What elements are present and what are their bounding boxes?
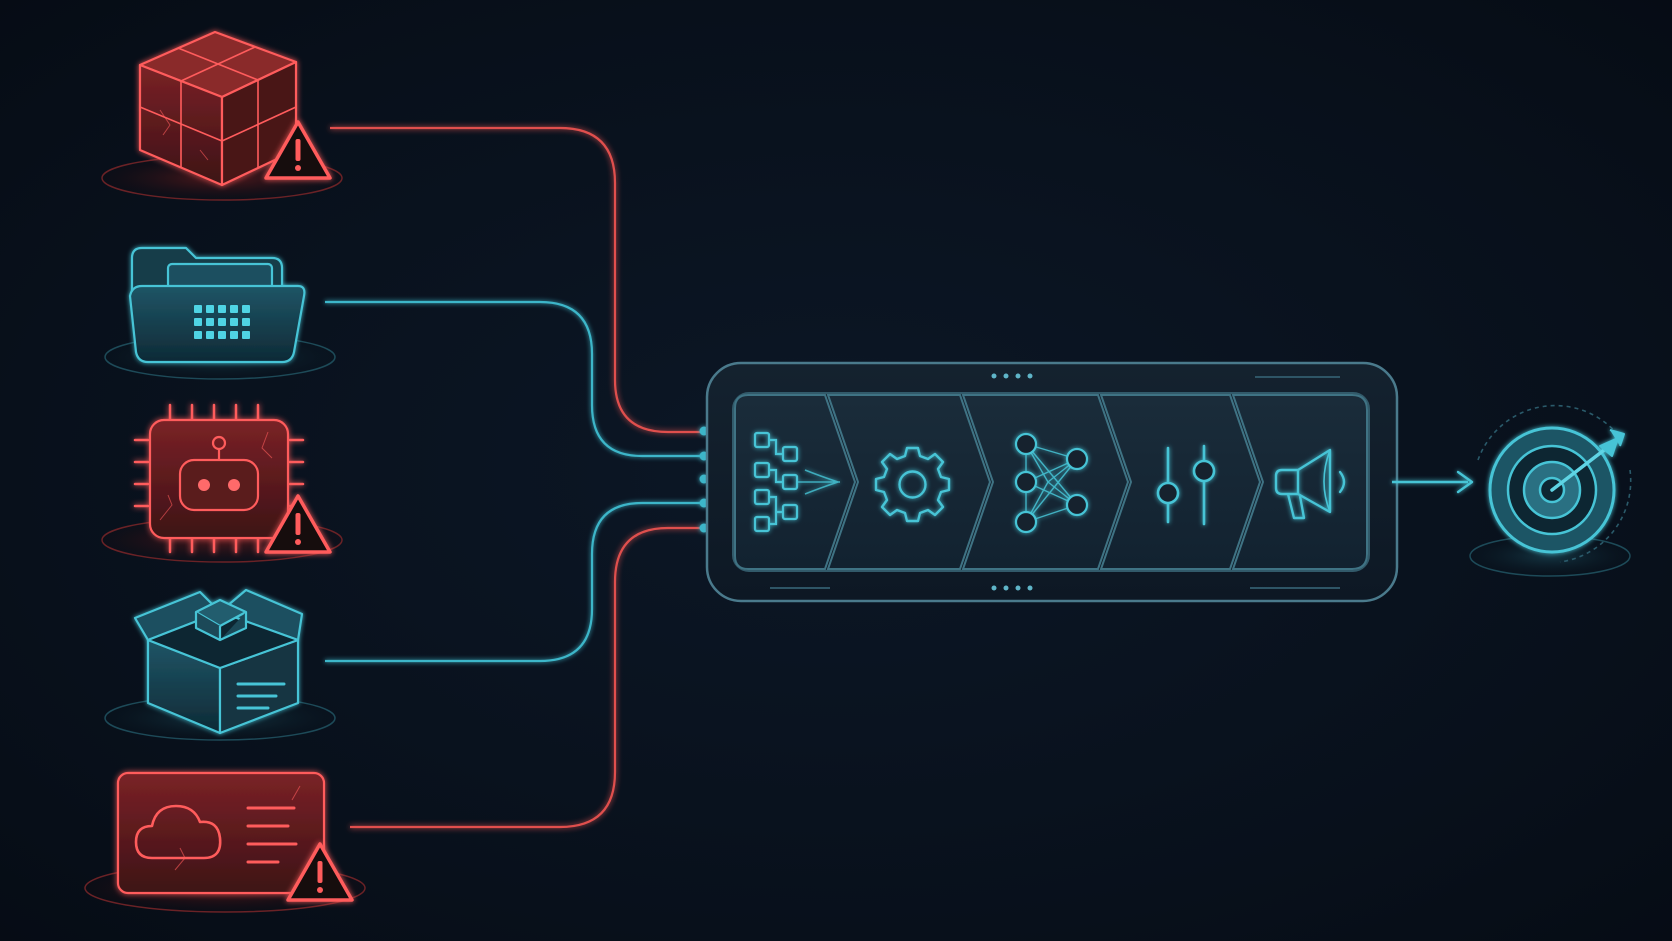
folder-grid-icon — [128, 246, 306, 364]
pipeline-panel — [705, 361, 1399, 603]
cube-icon — [138, 30, 298, 187]
connector-cube — [330, 126, 702, 434]
megaphone-icon — [1274, 448, 1346, 520]
warning-icon — [286, 842, 354, 902]
robot-chip-icon — [133, 403, 305, 554]
cloud-card-icon — [116, 771, 326, 895]
stage-megaphone — [1231, 394, 1368, 570]
connector-folder — [325, 300, 702, 458]
source-cube — [101, 30, 343, 201]
target — [1469, 404, 1632, 577]
panel-dots-bottom — [991, 585, 1033, 591]
panel-dots-top — [991, 373, 1033, 379]
connector-cloud — [350, 526, 702, 829]
warning-icon — [264, 494, 332, 554]
open-box-icon — [133, 588, 304, 735]
source-folder — [104, 246, 336, 380]
source-cloud — [84, 771, 366, 913]
connector-box — [325, 501, 702, 663]
stage-gear — [826, 394, 992, 570]
neural-network-icon — [1014, 432, 1089, 534]
warning-icon — [264, 120, 332, 180]
stage-sliders — [1099, 394, 1262, 570]
gear-icon — [874, 446, 951, 523]
target-icon — [1488, 426, 1625, 554]
connectors — [325, 126, 702, 829]
source-robot — [101, 403, 343, 563]
sliders-icon — [1156, 444, 1216, 526]
stage-hierarchy — [734, 394, 857, 570]
stage-network — [961, 394, 1130, 570]
source-box — [104, 588, 336, 741]
output-arrow — [1392, 470, 1474, 494]
hierarchy-icon — [753, 431, 840, 533]
